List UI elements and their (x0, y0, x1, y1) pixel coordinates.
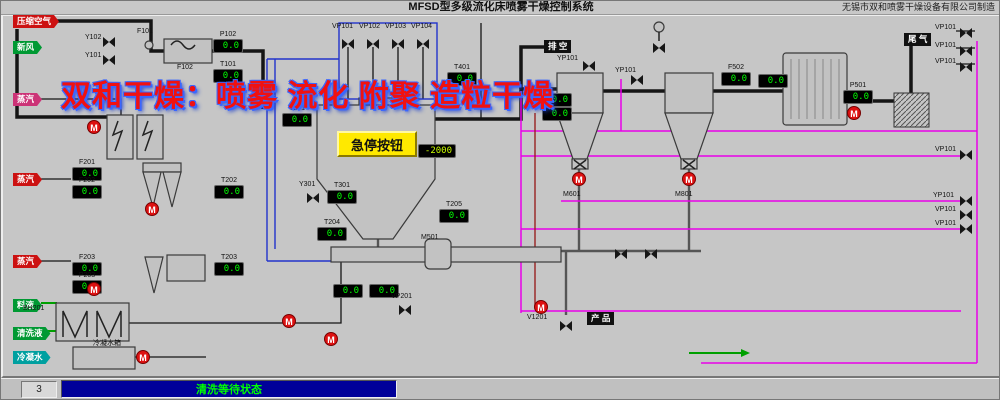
valve-icon[interactable] (417, 36, 429, 49)
status-bar: 清洗等待状态 (61, 380, 397, 398)
valve-icon[interactable] (399, 302, 411, 315)
stream-tag-compressed-air: 压缩空气 (13, 15, 59, 28)
equipment-label: VP103 (385, 23, 407, 30)
pump-icon[interactable]: M (136, 350, 150, 364)
page-title: MFSD型多级流化床喷雾干燥控制系统 (408, 1, 594, 13)
stream-tag-steam-mid: 蒸汽 (13, 173, 42, 186)
stream-tag-tail-gas: 尾 气 (904, 33, 932, 46)
valve-icon[interactable] (653, 40, 665, 53)
pump-icon[interactable]: M (87, 120, 101, 134)
valve-icon[interactable] (645, 246, 657, 259)
equipment-label: VP101 (935, 146, 957, 153)
value-display-14: 0.0 (542, 93, 572, 107)
valve-icon[interactable] (103, 34, 115, 47)
equipment-label: F101 (137, 28, 153, 35)
valve-icon[interactable] (392, 36, 404, 49)
valve-icon[interactable] (615, 246, 627, 259)
valve-icon[interactable] (960, 59, 972, 72)
stream-tag-steam-low: 蒸汽 (13, 255, 42, 268)
equipment-label: VP101 (935, 206, 957, 213)
equipment-label: VP101 (935, 220, 957, 227)
equipment-label: VP101 (935, 58, 957, 65)
valve-icon[interactable] (307, 190, 319, 203)
equipment-label: YP101 (615, 67, 637, 74)
equipment-label: VP101 (935, 42, 957, 49)
pump-icon[interactable]: M (534, 300, 548, 314)
equipment-label: BH201 (23, 305, 45, 312)
valve-icon[interactable] (960, 193, 972, 206)
value-display-20: 0.0 (369, 284, 399, 298)
valve-icon[interactable] (960, 221, 972, 234)
equipment-label: Y101 (85, 52, 102, 59)
value-display-17: 0.0 (758, 74, 788, 88)
manufacturer-label: 无锡市双和喷雾干燥设备有限公司制造 (841, 2, 995, 12)
valve-icon[interactable] (631, 72, 643, 85)
valve-icon[interactable] (560, 318, 572, 331)
valve-icon[interactable] (960, 25, 972, 38)
pump-icon[interactable]: M (87, 282, 101, 296)
pump-icon[interactable]: M (282, 314, 296, 328)
value-display-15: 0.0 (542, 107, 572, 121)
valve-icon[interactable] (960, 147, 972, 160)
equipment-label: VP101 (332, 23, 354, 30)
valve-icon[interactable] (103, 52, 115, 65)
equipment-label: Y102 (85, 34, 102, 41)
equipment-label: 冷凝水箱 (93, 340, 121, 347)
value-display-19: 0.0 (333, 284, 363, 298)
watermark-text: 双和干燥：喷雾 流化 附聚 造粒干燥 (61, 80, 555, 113)
stream-tag-cip-supply: 清洗液 (13, 327, 51, 340)
equipment-label: VP102 (359, 23, 381, 30)
equipment-label: VP101 (935, 24, 957, 31)
pump-icon[interactable]: M (847, 106, 861, 120)
stream-tag-vent: 排 空 (544, 40, 572, 53)
pump-icon[interactable]: M (324, 332, 338, 346)
valve-icon[interactable] (960, 207, 972, 220)
equipment-label: M501 (421, 234, 439, 241)
equipment-label: M801 (675, 191, 693, 198)
stream-tag-steam-top: 蒸汽 (13, 93, 42, 106)
equipment-label: Y301 (299, 181, 316, 188)
equipment-label: VP104 (411, 23, 433, 30)
stream-tag-fresh-air: 新风 (13, 41, 42, 54)
valve-icon[interactable] (960, 43, 972, 56)
stream-tag-cooling-water: 冷凝水 (13, 351, 51, 364)
emergency-stop-button[interactable]: 急停按钮 (337, 131, 417, 157)
valve-icon[interactable] (342, 36, 354, 49)
status-counter: 3 (21, 381, 57, 398)
equipment-label: YP101 (557, 55, 579, 62)
valve-icon[interactable] (583, 58, 595, 71)
stream-tag-product: 产 品 (587, 312, 615, 325)
equipment-label: F102 (177, 64, 193, 71)
valve-icon[interactable] (367, 36, 379, 49)
equipment-label: YP101 (933, 192, 955, 199)
pump-icon[interactable]: M (682, 172, 696, 186)
title-bar: MFSD型多级流化床喷雾干燥控制系统 无锡市双和喷雾干燥设备有限公司制造 (1, 1, 999, 15)
equipment-label: VP201 (391, 293, 413, 300)
value-display-4: -2000 (418, 144, 456, 158)
equipment-label: V1201 (527, 314, 548, 321)
stream-tag-feed-liquid: 料液 (13, 299, 42, 312)
equipment-label: M601 (563, 191, 581, 198)
pump-icon[interactable]: M (572, 172, 586, 186)
pump-icon[interactable]: M (145, 202, 159, 216)
